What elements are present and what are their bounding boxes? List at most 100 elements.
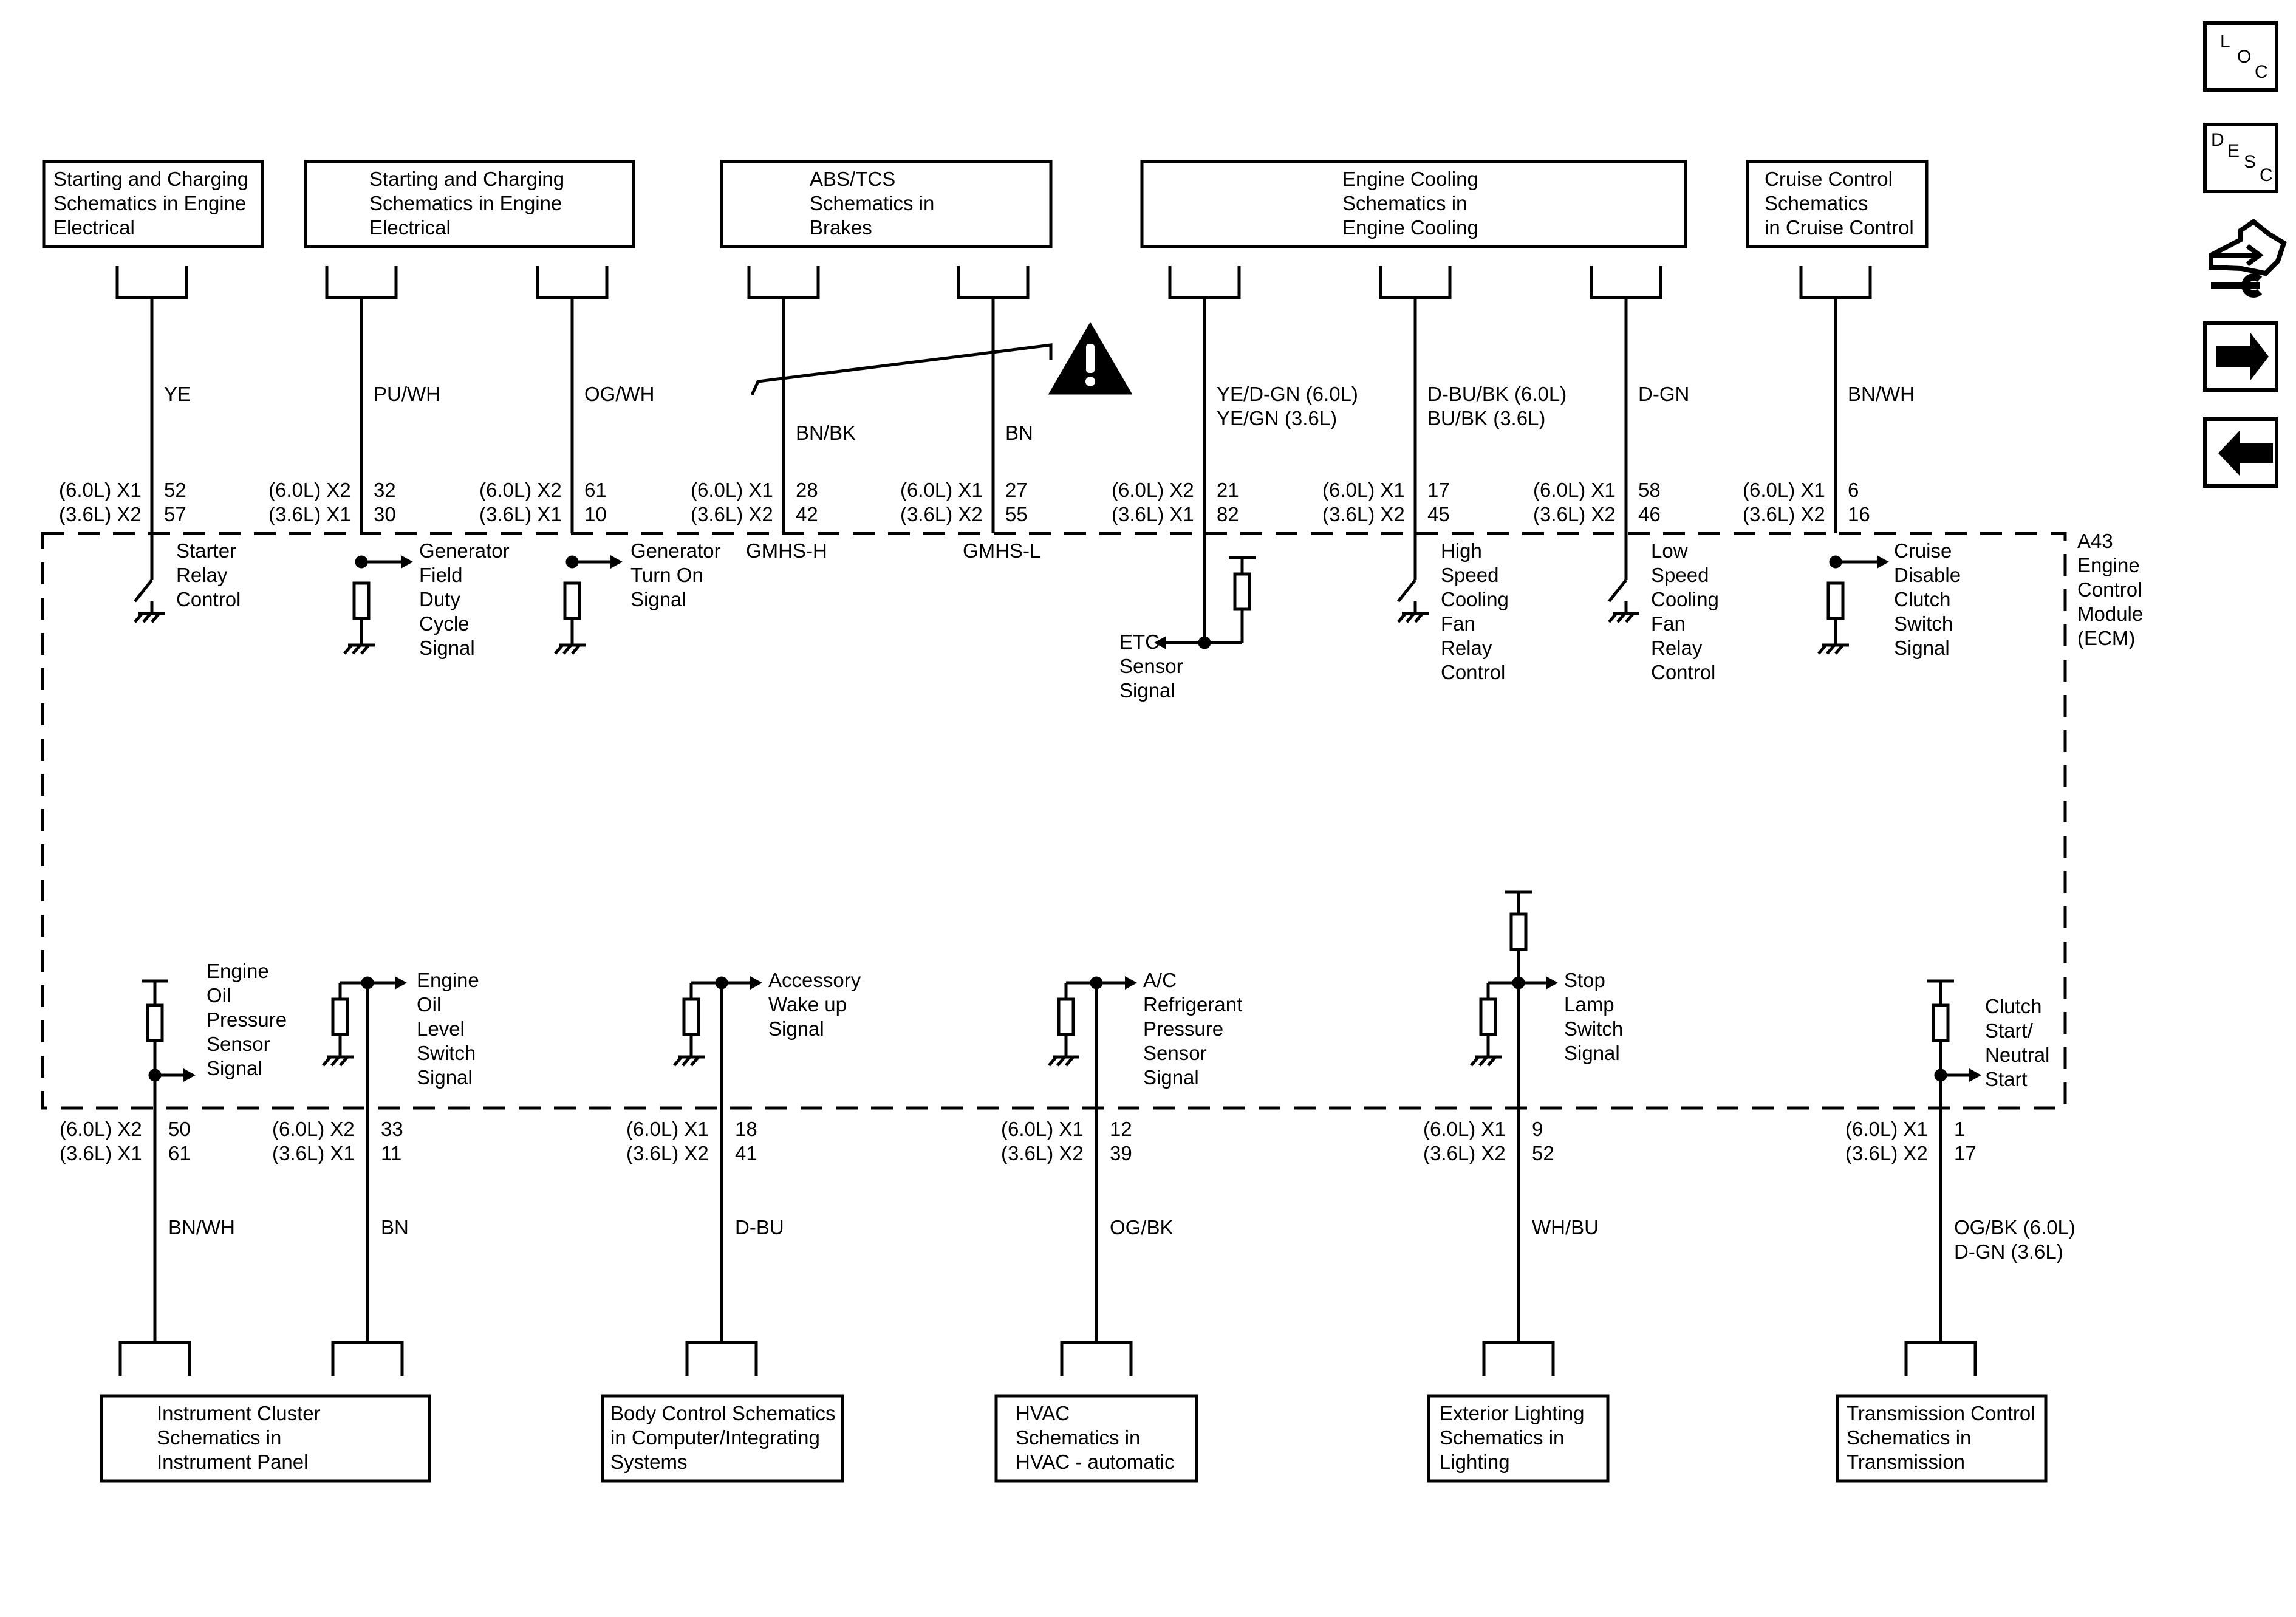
- bottom-box-instrument-cluster-text-line: Instrument Cluster: [157, 1402, 321, 1424]
- connector-symbol: [685, 1341, 758, 1376]
- pin-info-right-line: 57: [164, 503, 186, 525]
- resistor-symbol: [146, 1003, 164, 1042]
- circuit-label-line: Stop: [1564, 969, 1605, 991]
- desc-button-frame[interactable]: [2203, 123, 2278, 193]
- ground-symbol: [1478, 1056, 1488, 1067]
- circuit-label-line: Pressure: [1143, 1017, 1223, 1040]
- ground-symbol: [1470, 1056, 1480, 1067]
- bottom-box-transmission-control-text-line: Transmission Control: [1847, 1402, 2035, 1424]
- top-box-abs-tcs-text-line: ABS/TCS: [810, 168, 895, 190]
- circuit-label-line: Signal: [417, 1066, 473, 1089]
- previous-button[interactable]: [2203, 417, 2278, 488]
- arrow-left-icon[interactable]: [2218, 430, 2273, 476]
- pin-info-left-line: (6.0L) X1: [1001, 1118, 1084, 1140]
- loc-letter: O: [2237, 47, 2251, 67]
- pin-info-left-line: (3.6L) X1: [479, 503, 562, 525]
- bottom-box-exterior-lighting-text-line: Schematics in: [1440, 1426, 1564, 1449]
- pin-info-left-line: (3.6L) X2: [1845, 1142, 1928, 1164]
- wire-color-label-line: BN/WH: [1848, 383, 1915, 405]
- loc-button-frame[interactable]: [2203, 21, 2278, 92]
- top-box-starting-charging-2-text-line: Electrical: [369, 216, 451, 239]
- pin-info-left-line: (3.6L) X2: [691, 503, 773, 525]
- wire-color-label-line: OG/BK (6.0L): [1954, 1216, 2076, 1239]
- pin-info-right-line: 52: [164, 479, 186, 501]
- ground-symbol: [1487, 1056, 1497, 1067]
- connector-symbol: [1904, 1341, 1977, 1376]
- ground-symbol: [1414, 612, 1424, 623]
- circuit-label-line: Control: [1651, 661, 1715, 683]
- ground-symbol: [330, 1056, 340, 1067]
- circuit-label-line: Signal: [1119, 679, 1175, 702]
- top-box-engine-cooling: [1140, 160, 1687, 248]
- pin-info-left-line: (6.0L) X2: [268, 479, 351, 501]
- circuit-label-line: Signal: [768, 1017, 824, 1040]
- pin-info-right-line: 1: [1954, 1118, 1965, 1140]
- ground-symbol: [562, 644, 572, 655]
- ground-symbol: [554, 644, 564, 655]
- connector-tool-icon[interactable]: [2209, 219, 2287, 298]
- circuit-label-line: Refrigerant: [1143, 993, 1242, 1016]
- top-box-abs-tcs-text-line: Schematics in: [810, 192, 934, 214]
- circuit-label-line: Pressure: [207, 1008, 287, 1031]
- circuit-label-line: Lamp: [1564, 993, 1614, 1016]
- connector-symbol: [536, 266, 609, 299]
- desc-letter: S: [2244, 152, 2256, 172]
- pin-info-left-line: (6.0L) X1: [691, 479, 773, 501]
- arrow-icon: [750, 976, 762, 990]
- pin-info-left-line: (3.6L) X2: [900, 503, 983, 525]
- circuit-label-line: Sensor: [1143, 1042, 1207, 1064]
- circuit-label-line: Starter: [176, 539, 236, 562]
- circuit-label-line: Signal: [207, 1057, 262, 1079]
- pin-info-right-line: 11: [381, 1142, 401, 1164]
- ecm-module-border: [41, 532, 2067, 1110]
- bottom-box-hvac-text-line: Schematics in: [1016, 1426, 1140, 1449]
- pin-info-left-line: (6.0L) X2: [1112, 479, 1194, 501]
- pin-info-right-line: 9: [1532, 1118, 1543, 1140]
- loc-button[interactable]: LOC: [2203, 21, 2278, 92]
- arrow-right-icon[interactable]: [2216, 333, 2269, 380]
- resistor-symbol: [1057, 997, 1075, 1036]
- resistor-symbol: [331, 997, 349, 1036]
- wire-color-label-line: YE: [164, 383, 191, 405]
- circuit-label-line: GMHS-H: [746, 539, 827, 562]
- top-box-engine-cooling-text-line: Engine Cooling: [1342, 216, 1478, 239]
- circuit-label-line: Control: [1441, 661, 1505, 683]
- circuit-label-line: Low: [1651, 539, 1688, 562]
- pin-info-left-line: (3.6L) X2: [1001, 1142, 1084, 1164]
- circuit-label-line: Level: [417, 1017, 465, 1040]
- connector-symbol: [115, 266, 188, 299]
- arrow-icon: [1154, 636, 1166, 649]
- pin-info-right-line: 61: [168, 1142, 191, 1164]
- top-box-starting-charging-1: [42, 160, 264, 248]
- circuit-label-line: Generator: [630, 539, 721, 562]
- top-box-starting-charging-2: [304, 160, 635, 248]
- wire-color-label-line: OG/BK: [1110, 1216, 1174, 1239]
- pin-info-left-line: (6.0L) X1: [1322, 479, 1405, 501]
- circuit-label-line: Signal: [419, 637, 475, 659]
- pin-info-left-line: (6.0L) X1: [1533, 479, 1616, 501]
- next-button[interactable]: [2203, 321, 2278, 392]
- top-box-starting-charging-2-text-line: Schematics in Engine: [369, 192, 562, 214]
- arrow-icon: [1877, 555, 1889, 569]
- desc-letter: C: [2260, 165, 2273, 185]
- circuit-label-line: ETC: [1119, 631, 1160, 653]
- circuit-label-line: Fan: [1651, 612, 1686, 635]
- circuit-label-line: Cruise: [1894, 539, 1952, 562]
- pin-info-left-line: (6.0L) X1: [1423, 1118, 1506, 1140]
- arrow-icon[interactable]: [2211, 244, 2264, 267]
- ground-symbol: [339, 1056, 349, 1067]
- wrench-icon[interactable]: [2211, 273, 2263, 298]
- top-box-starting-charging-1-text-line: Starting and Charging: [53, 168, 248, 190]
- pin-info-right-line: 50: [168, 1118, 191, 1140]
- gmhs-twist-line: [750, 343, 1053, 396]
- wire-color-label-line: WH/BU: [1532, 1216, 1599, 1239]
- pin-info-left-line: (6.0L) X1: [59, 479, 142, 501]
- ground-symbol: [1625, 612, 1635, 623]
- top-box-engine-cooling-text-line: Schematics in: [1342, 192, 1467, 214]
- circuit-label-line: Relay: [1651, 637, 1703, 659]
- circuit-label-line: Switch: [1894, 612, 1953, 635]
- pin-info-right-line: 82: [1217, 503, 1239, 525]
- pin-info-right-line: 61: [584, 479, 607, 501]
- arrow-icon: [1546, 976, 1558, 990]
